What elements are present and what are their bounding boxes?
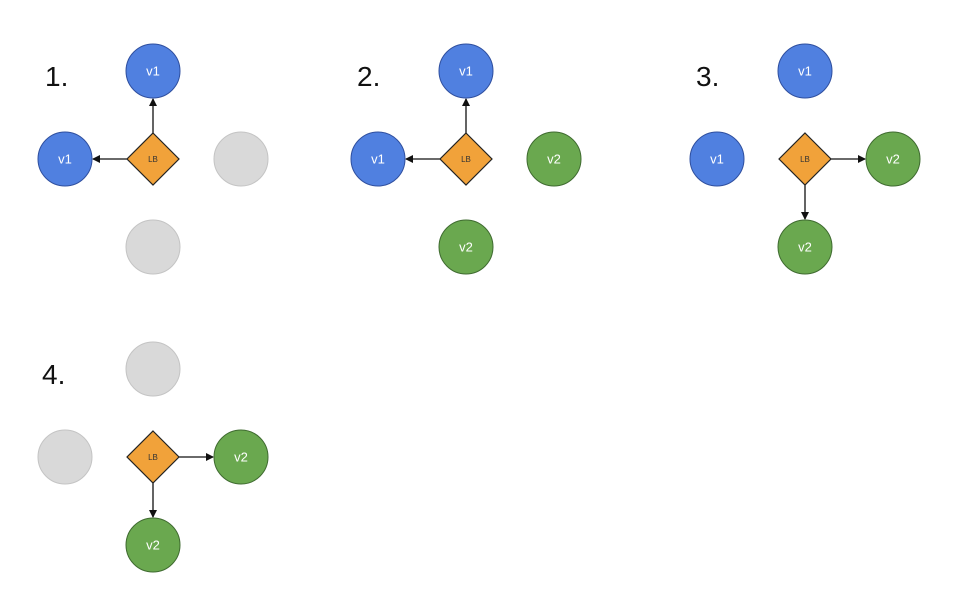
node-circle	[438, 43, 494, 99]
node-right-v2: v2	[213, 429, 269, 485]
load-balancer-diamond	[126, 430, 180, 484]
node-circle	[125, 341, 181, 397]
node-circle	[689, 131, 745, 187]
step-2: 2. v1 v1 v2 v2 LB	[350, 43, 582, 275]
step-4: 4. v2 v2 LB	[37, 341, 269, 573]
node-circle	[350, 131, 406, 187]
node-circle	[213, 131, 269, 187]
node-down-v2: v2	[125, 517, 181, 573]
node-right-inactive	[213, 131, 269, 187]
node-label: v1	[371, 152, 385, 167]
load-balancer-diamond	[778, 132, 832, 186]
node-left-v1: v1	[350, 131, 406, 187]
node-right-v2: v2	[526, 131, 582, 187]
load-balancer-label: LB	[148, 155, 158, 164]
node-label: v2	[798, 240, 812, 255]
node-right-v2: v2	[865, 131, 921, 187]
node-circle	[865, 131, 921, 187]
load-balancer-label: LB	[148, 453, 158, 462]
load-balancer: LB	[126, 430, 180, 484]
node-circle	[37, 131, 93, 187]
step-number-label: 2.	[357, 61, 380, 92]
node-circle	[438, 219, 494, 275]
node-circle	[125, 517, 181, 573]
node-circle	[777, 219, 833, 275]
node-up-inactive	[125, 341, 181, 397]
node-left-v1: v1	[689, 131, 745, 187]
node-left-v1: v1	[37, 131, 93, 187]
node-label: v1	[146, 64, 160, 79]
load-balancer-label: LB	[461, 155, 471, 164]
load-balancer-diamond	[126, 132, 180, 186]
node-label: v1	[798, 64, 812, 79]
node-label: v2	[459, 240, 473, 255]
step-number-label: 1.	[45, 61, 68, 92]
load-balancer: LB	[778, 132, 832, 186]
node-circle	[125, 43, 181, 99]
node-circle	[37, 429, 93, 485]
node-up-v1: v1	[438, 43, 494, 99]
node-label: v1	[459, 64, 473, 79]
load-balancer-diamond	[439, 132, 493, 186]
node-label: v1	[710, 152, 724, 167]
node-label: v2	[146, 538, 160, 553]
node-down-v2: v2	[438, 219, 494, 275]
load-balancer: LB	[126, 132, 180, 186]
step-number-label: 4.	[42, 359, 65, 390]
node-circle	[526, 131, 582, 187]
node-circle	[213, 429, 269, 485]
node-circle	[125, 219, 181, 275]
node-down-v2: v2	[777, 219, 833, 275]
node-left-inactive	[37, 429, 93, 485]
node-circle	[777, 43, 833, 99]
load-balancer-label: LB	[800, 155, 810, 164]
node-label: v2	[547, 152, 561, 167]
node-label: v2	[886, 152, 900, 167]
step-number-label: 3.	[696, 61, 719, 92]
load-balancer: LB	[439, 132, 493, 186]
step-3: 3. v1 v1 v2 v2 LB	[689, 43, 921, 275]
node-up-v1: v1	[777, 43, 833, 99]
node-down-inactive	[125, 219, 181, 275]
node-label: v2	[234, 450, 248, 465]
node-label: v1	[58, 152, 72, 167]
node-up-v1: v1	[125, 43, 181, 99]
